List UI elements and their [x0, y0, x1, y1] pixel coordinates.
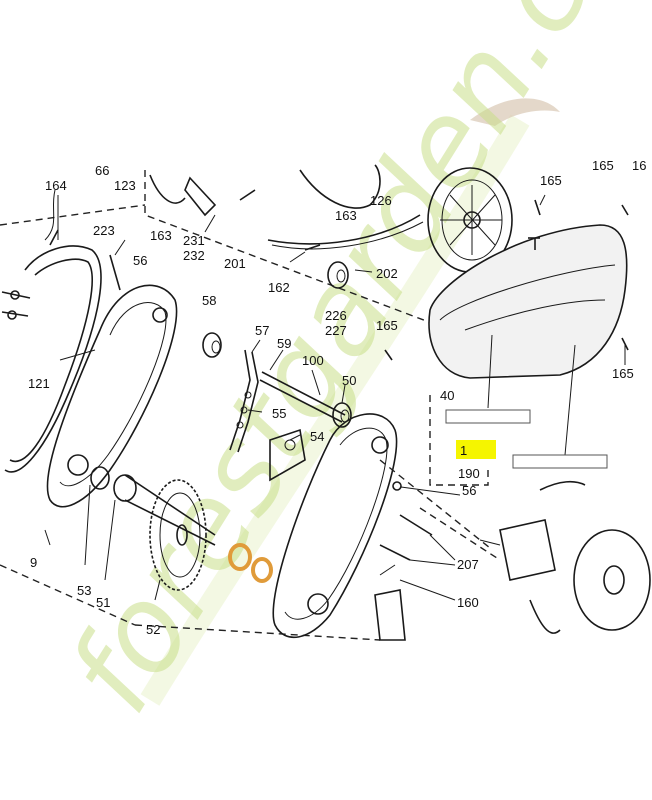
highlight-label: 1: [460, 443, 467, 458]
callout-40: 40: [440, 388, 454, 403]
callout-52: 52: [146, 622, 160, 637]
callout-121: 121: [28, 376, 50, 391]
highlight-marker: 1: [456, 440, 496, 459]
callout-165-b: 165: [592, 158, 614, 173]
callout-51: 51: [96, 595, 110, 610]
drive-belt: [4, 189, 102, 473]
callout-16x: 16: [632, 158, 646, 173]
highlighted-bearings: [228, 543, 273, 583]
tine-shield: [428, 224, 628, 379]
shaft-100: [259, 371, 346, 423]
callout-165-a: 165: [540, 173, 562, 188]
callout-165-c: 165: [612, 366, 634, 381]
callout-232: 232: [183, 248, 205, 263]
callout-226: 226: [325, 308, 347, 323]
callout-162: 162: [268, 280, 290, 295]
callout-207: 207: [457, 557, 479, 572]
bolts-left: [1, 229, 121, 320]
callout-163-a: 163: [150, 228, 172, 243]
callout-55: 55: [272, 406, 286, 421]
callout-100: 100: [302, 353, 324, 368]
bolts-165: [384, 199, 629, 361]
callout-57: 57: [255, 323, 269, 338]
assembly-boundaries: [0, 170, 501, 641]
bolt-162: [304, 244, 321, 251]
callout-202: 202: [376, 266, 398, 281]
callout-56-b: 56: [462, 483, 476, 498]
bolts-207: [379, 481, 461, 561]
callout-231: 231: [183, 233, 205, 248]
chain-55: [229, 349, 259, 453]
bearing-53: [90, 466, 110, 490]
chaincase-right: [272, 413, 398, 639]
callout-labels: 164 66 123 163 163 126 165 165 16 165 22…: [28, 158, 646, 637]
callout-160: 160: [457, 595, 479, 610]
callout-53: 53: [77, 583, 91, 598]
callout-56-a: 56: [133, 253, 147, 268]
callout-163-b: 163: [335, 208, 357, 223]
tine-assembly: [479, 480, 651, 634]
callout-227: 227: [325, 323, 347, 338]
chaincase-left: [46, 284, 178, 508]
callout-50: 50: [342, 373, 356, 388]
callout-59: 59: [277, 336, 291, 351]
handlebar: [149, 164, 424, 250]
label-boxes: [445, 334, 608, 469]
bracket-160: [374, 564, 406, 641]
callout-223: 223: [93, 223, 115, 238]
leader-lines: [44, 194, 626, 601]
callout-9: 9: [30, 555, 37, 570]
callout-66: 66: [95, 163, 109, 178]
pulley-226: [327, 261, 349, 289]
bearing-58: [202, 332, 222, 358]
callout-190: 190: [458, 466, 480, 481]
callout-123: 123: [114, 178, 136, 193]
sprocket-52: [149, 479, 207, 591]
callout-58: 58: [202, 293, 216, 308]
callout-165-d: 165: [376, 318, 398, 333]
callout-164: 164: [45, 178, 67, 193]
callout-126: 126: [370, 193, 392, 208]
callout-201: 201: [224, 256, 246, 271]
callout-54: 54: [310, 429, 324, 444]
